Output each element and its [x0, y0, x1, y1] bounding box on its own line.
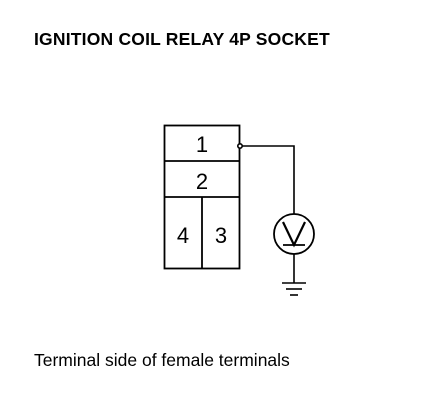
probe-wire: [237, 143, 295, 214]
connector-socket: [163, 124, 241, 270]
terminal-3-label: 3: [215, 223, 227, 248]
terminal-1-label: 1: [196, 132, 208, 157]
terminal-2-label: 2: [196, 169, 208, 194]
diagram-caption: Terminal side of female terminals: [34, 350, 290, 370]
ground-icon: [282, 254, 306, 296]
probe-point-icon: [237, 143, 244, 150]
terminal-4-label: 4: [177, 223, 189, 248]
wire-to-meter: [242, 145, 295, 214]
voltmeter-icon: [273, 213, 315, 255]
diagram-title: IGNITION COIL RELAY 4P SOCKET: [34, 29, 330, 49]
